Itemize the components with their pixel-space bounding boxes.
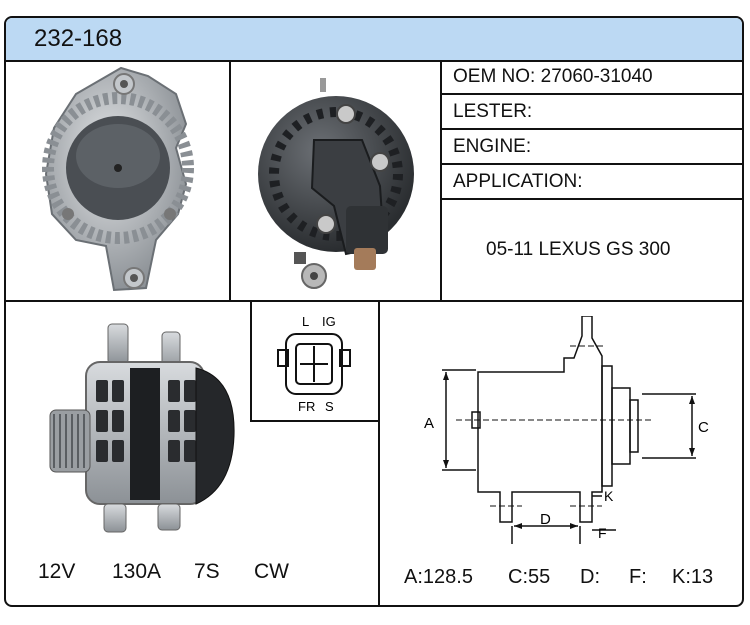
divider-info-row1 <box>440 93 742 95</box>
dim-d: D: <box>580 566 600 588</box>
spec-voltage: 12V <box>38 560 76 583</box>
divider-photos <box>229 60 231 300</box>
connector-box-bottom <box>250 420 380 422</box>
drawing-label-d: D <box>540 511 551 528</box>
oem-value: 27060-31040 <box>540 66 653 87</box>
application-label: APPLICATION: <box>453 171 583 192</box>
alternator-side-photo <box>49 323 235 533</box>
dim-c: C:55 <box>508 566 551 588</box>
connector-pin-l: L <box>302 314 309 329</box>
connector-pin-fr: FR <box>298 399 315 414</box>
connector-pin-s: S <box>325 399 334 414</box>
alternator-rear-photo <box>258 78 414 289</box>
engine-label: ENGINE: <box>453 136 532 157</box>
application-value: 05-11 LEXUS GS 300 <box>486 239 671 260</box>
drawing-label-k: K <box>604 488 614 504</box>
connector-box-left <box>250 300 252 422</box>
connector-pin-ig: IG <box>322 314 336 329</box>
dim-k: K:13 <box>672 566 714 588</box>
spec-sheet: 232-168 OEM NO: 27060-31040 LESTER: ENGI… <box>4 16 744 607</box>
lester-row: LESTER: <box>453 101 532 123</box>
connector-diagram: L IG FR S <box>277 314 351 414</box>
spec-amperage: 130A <box>112 560 162 583</box>
spec-rotation: CW <box>254 560 289 583</box>
spec-pulley: 7S <box>194 560 220 583</box>
divider-info <box>440 60 442 300</box>
dim-a: A:128.5 <box>404 566 473 588</box>
drawing-label-f: F <box>598 525 607 541</box>
alternator-front-photo <box>42 66 194 292</box>
drawing-label-c: C <box>698 419 709 436</box>
oem-label: OEM NO: <box>453 66 536 87</box>
divider-bottom-mid <box>378 300 380 605</box>
divider-row-main <box>6 300 742 302</box>
dim-f: F: <box>629 566 647 588</box>
header-bar: 232-168 <box>6 18 742 62</box>
engine-row: ENGINE: <box>453 136 531 158</box>
application-row: APPLICATION: <box>453 171 583 193</box>
divider-info-row4 <box>440 198 742 200</box>
part-number: 232-168 <box>34 25 123 52</box>
divider-info-row3 <box>440 163 742 165</box>
oem-row: OEM NO: 27060-31040 <box>453 66 653 88</box>
dimension-drawing: A C D K F <box>424 316 709 544</box>
divider-info-row2 <box>440 128 742 130</box>
drawing-label-a: A <box>424 415 434 432</box>
lester-label: LESTER: <box>453 101 533 122</box>
